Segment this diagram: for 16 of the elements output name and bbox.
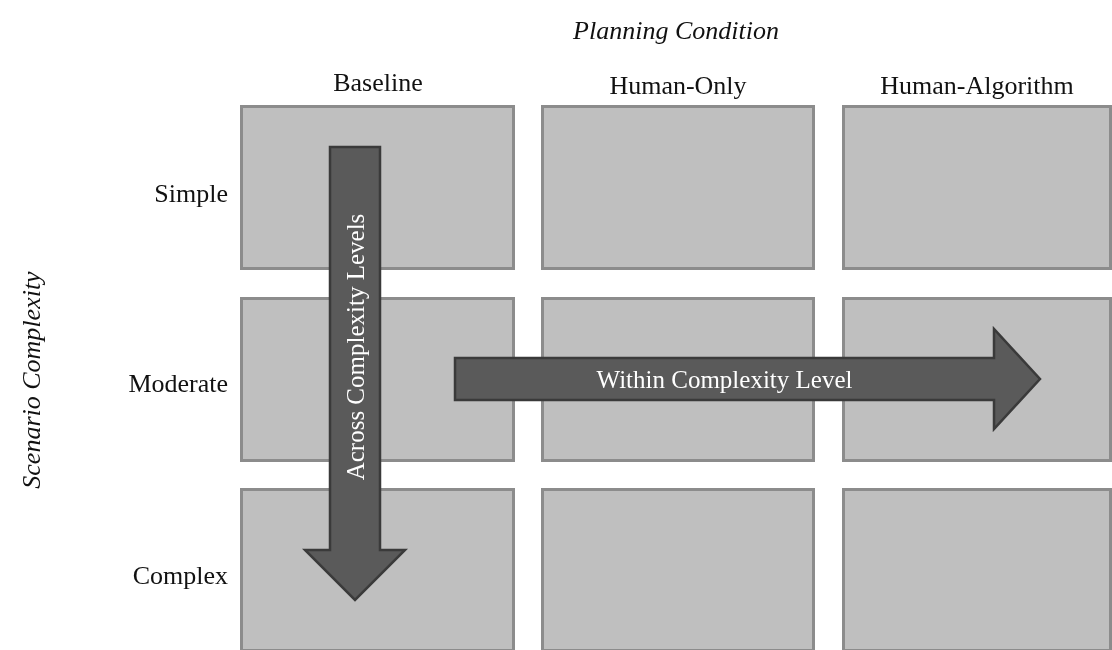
- column-header: Baseline: [333, 70, 423, 96]
- grid-cell: [842, 488, 1112, 650]
- block-arrow: [453, 325, 1042, 433]
- row-header: Complex: [132, 563, 228, 589]
- edge-label: Within Complexity Level: [596, 366, 853, 392]
- axis-title: Scenario Complexity: [19, 271, 45, 489]
- axis-title: Planning Condition: [573, 18, 779, 44]
- grid-cell: [541, 488, 815, 650]
- grid-cell: [842, 105, 1112, 270]
- edge-label: Across Complexity Levels: [342, 213, 368, 481]
- column-header: Human-Algorithm: [880, 73, 1074, 99]
- block-arrow: [302, 145, 408, 602]
- column-header: Human-Only: [609, 73, 747, 99]
- row-header: Moderate: [128, 371, 228, 397]
- row-header: Simple: [154, 181, 228, 207]
- grid-cell: [541, 105, 815, 270]
